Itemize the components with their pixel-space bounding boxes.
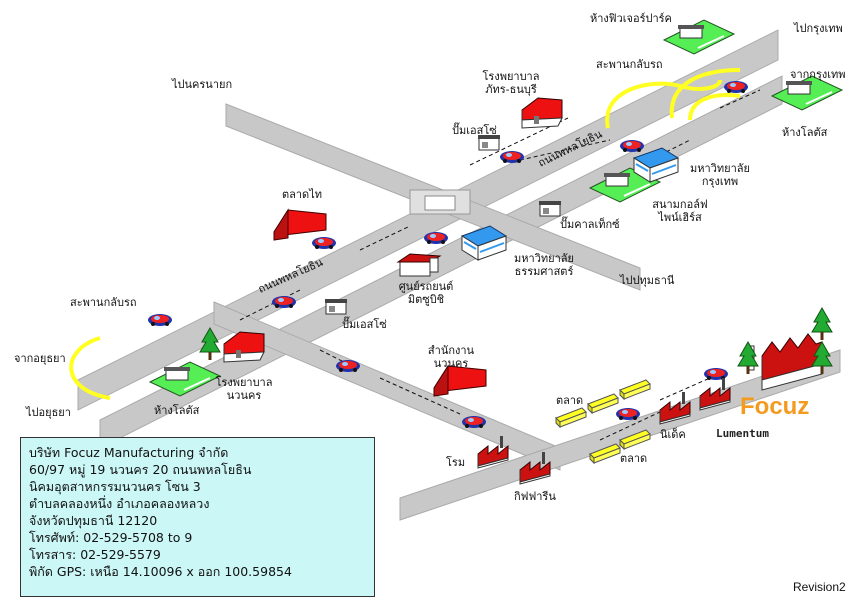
label-to-pathum: ไปปทุมธานี bbox=[620, 274, 675, 287]
u-turn-bridges bbox=[69, 68, 741, 400]
label-future-park: ห้างฟิวเจอร์ปาร์ค bbox=[590, 12, 672, 25]
label-navanakorn-office: สำนักงานนวนคร bbox=[427, 344, 475, 370]
company-address-1: 60/97 หมู่ 19 นวนคร 20 ถนนพหลโยธิน bbox=[29, 462, 252, 477]
label-lumentum: Lumentum bbox=[716, 427, 769, 440]
label-esso-top: ปั๊มเอสโซ่ bbox=[452, 124, 497, 137]
label-rohm: โรม bbox=[446, 456, 466, 469]
company-gps: พิกัด GPS: เหนือ 14.10096 x ออก 100.5985… bbox=[29, 564, 292, 579]
label-lotus-left: ห้างโลตัส bbox=[154, 404, 200, 417]
company-address-4: จังหวัดปทุมธานี 12120 bbox=[29, 513, 158, 528]
label-hospital-2: โรงพยาบาลนวนคร bbox=[215, 376, 273, 402]
label-golf: สนามกอล์ฟไพน์เฮิร์ส bbox=[652, 198, 708, 224]
label-market-1: ตลาด bbox=[556, 394, 584, 407]
focuz-brand: Focuz bbox=[740, 393, 810, 420]
label-nidec: นิเด็ค bbox=[660, 428, 686, 441]
label-esso-mid: ปั๊มเอสโซ่ bbox=[342, 318, 387, 331]
label-giffarine: กิฟฟารีน bbox=[514, 490, 556, 503]
label-from-ayutthaya: จากอยุธยา bbox=[14, 352, 66, 365]
label-talad-thai: ตลาดไท bbox=[282, 188, 322, 201]
label-caltex: ปั๊มคาลเท็กซ์ bbox=[560, 218, 620, 231]
company-info-box: บริษัท Focuz Manufacturing จำกัด 60/97 ห… bbox=[20, 437, 375, 597]
label-bangkok-university: มหาวิทยาลัยกรุงเทพ bbox=[690, 162, 750, 188]
label-to-bangkok: ไปกรุงเทพ bbox=[794, 22, 843, 35]
buildings bbox=[149, 19, 843, 485]
label-market-2: ตลาด bbox=[620, 452, 648, 465]
company-fax: โทรสาร: 02-529-5579 bbox=[29, 547, 161, 562]
label-thammasat: มหาวิทยาลัยธรรมศาสตร์ bbox=[514, 252, 574, 278]
label-bridge-left: สะพานกลับรถ bbox=[70, 296, 137, 309]
label-hospital-1: โรงพยาบาลภัทร-ธนบุรี bbox=[482, 70, 540, 96]
company-phone: โทรศัพท์: 02-529-5708 to 9 bbox=[29, 530, 193, 545]
revision-label: Revision2 bbox=[793, 580, 846, 594]
label-to-nakhon-nayok: ไปนครนายก bbox=[172, 78, 233, 91]
label-mitsubishi: ศูนย์รถยนต์มิตซูบิชิ bbox=[398, 280, 454, 306]
label-from-bangkok: จากกรุงเทพ bbox=[790, 68, 846, 81]
company-address-2: นิคมอุตสาหกรรมนวนคร โซน 3 bbox=[29, 479, 201, 494]
company-name: บริษัท Focuz Manufacturing จำกัด bbox=[29, 445, 229, 460]
company-address-3: ตำบลคลองหนึ่ง อำเภอคลองหลวง bbox=[29, 496, 210, 511]
label-to-ayutthaya: ไปอยุธยา bbox=[26, 406, 71, 419]
label-bridge-top: สะพานกลับรถ bbox=[596, 58, 663, 71]
label-lotus-right: ห้างโลตัส bbox=[782, 126, 828, 139]
